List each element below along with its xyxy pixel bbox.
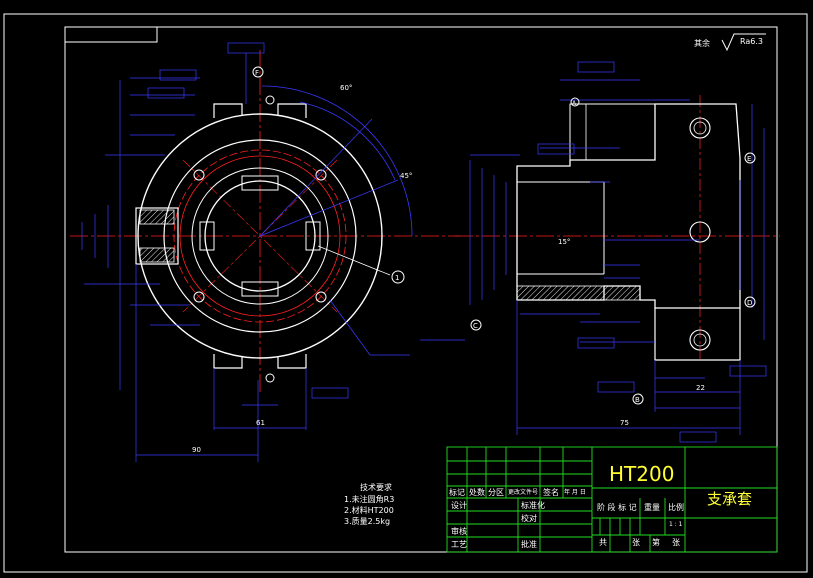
front-outer-circle (137, 113, 383, 359)
title-block-grid (446, 446, 778, 553)
surface-finish-prefix: 其余 (694, 39, 710, 48)
row-check: 校对 (521, 514, 537, 523)
bore-circle (204, 180, 316, 292)
datum-d-label: D (747, 299, 752, 307)
datum-b-label: B (635, 396, 640, 404)
callout-1-label: 1 (395, 274, 399, 282)
side-section-view (455, 33, 780, 443)
rev-header-mark: 标记 (449, 488, 465, 497)
part-name: 支承套 (707, 490, 753, 508)
rev-header-doc: 更改文件号 (508, 489, 539, 496)
dim-angle-60: 60° (340, 84, 352, 92)
tech-note-3: 3.质量2.5kg (344, 517, 391, 526)
left-boss-section (135, 207, 179, 265)
material-label: HT200 (609, 462, 675, 486)
datum-c-label: C (473, 322, 478, 330)
surface-finish-value: Ra6.3 (740, 37, 764, 46)
dim-90: 90 (192, 446, 201, 454)
stage-mark-header: 阶 段 标 记 (597, 503, 637, 512)
sheet-current-suffix: 张 (672, 538, 680, 547)
top-left-tab (64, 26, 158, 43)
inner-border (64, 26, 778, 553)
dim-75: 75 (620, 419, 629, 427)
datum-f-label: F (255, 69, 259, 77)
tech-note-1: 1.未注圆角R3 (344, 495, 395, 504)
sheet-total-prefix: 共 (599, 538, 607, 547)
dim-22: 22 (696, 384, 705, 392)
scale-header: 比例 (668, 503, 684, 512)
sheet-total-suffix: 张 (632, 538, 640, 547)
rev-header-count: 处数 (469, 488, 485, 497)
rev-header-sign: 签名 (543, 488, 559, 497)
datum-e-label: E (747, 155, 751, 163)
dim-angle-45: 45° (400, 172, 412, 180)
rev-header-zone: 分区 (488, 488, 504, 497)
row-approve: 批准 (521, 540, 537, 549)
tech-note-2: 2.材料HT200 (344, 506, 394, 515)
bolt-circle (173, 149, 347, 323)
front-view (70, 42, 465, 462)
rev-header-date: 年 月 日 (564, 489, 586, 496)
row-standard: 标准化 (521, 501, 545, 510)
dim-angle-15: 15° (558, 238, 570, 246)
row-review: 审核 (451, 527, 467, 536)
row-craft: 工艺 (451, 540, 467, 549)
row-design: 设计 (451, 501, 467, 510)
outer-border (3, 13, 808, 573)
scale-value: 1 : 1 (669, 521, 683, 528)
dim-61: 61 (256, 419, 265, 427)
weight-header: 重量 (644, 503, 660, 512)
datum-a-label: A (572, 100, 577, 107)
sheet-current-prefix: 第 (652, 538, 660, 547)
tech-notes-heading: 技术要求 (360, 483, 392, 492)
